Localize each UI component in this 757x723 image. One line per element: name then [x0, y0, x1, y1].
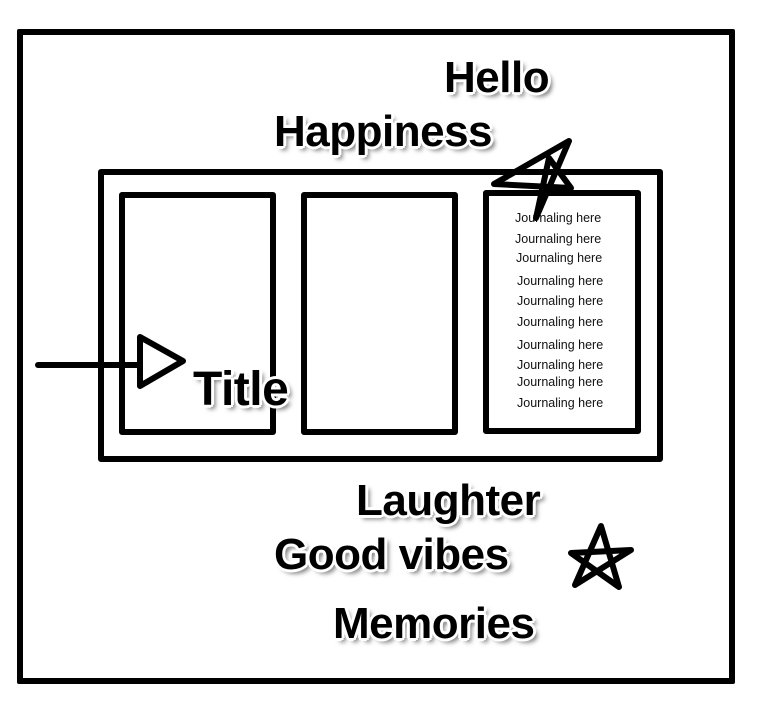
journal-line: Journaling here: [517, 274, 604, 288]
journal-line: Journaling here: [517, 375, 604, 389]
title-sticker: Title: [193, 363, 289, 416]
journal-line: Journaling here: [515, 232, 602, 246]
hello-sticker: Hello: [444, 53, 550, 102]
photo-panel-1[interactable]: [119, 192, 276, 435]
page-frame: [17, 29, 735, 684]
journal-line: Journaling here: [517, 294, 604, 308]
panel-strip: [98, 169, 663, 462]
journal-line: Journaling here: [517, 315, 604, 329]
journal-line: Journaling here: [517, 338, 604, 352]
memories-sticker: Memories: [333, 599, 535, 648]
happiness-sticker: Happiness: [274, 107, 493, 156]
good-vibes-sticker: Good vibes: [274, 530, 509, 579]
journal-lines: Journaling here Journaling here Journali…: [489, 196, 635, 428]
journal-line: Journaling here: [516, 251, 603, 265]
journal-line: Journaling here: [517, 358, 604, 372]
photo-panel-2[interactable]: [301, 192, 458, 435]
journal-line: Journaling here: [515, 211, 602, 225]
journal-panel[interactable]: Journaling here Journaling here Journali…: [483, 190, 641, 434]
journal-line: Journaling here: [517, 396, 604, 410]
laughter-sticker: Laughter: [356, 476, 541, 525]
